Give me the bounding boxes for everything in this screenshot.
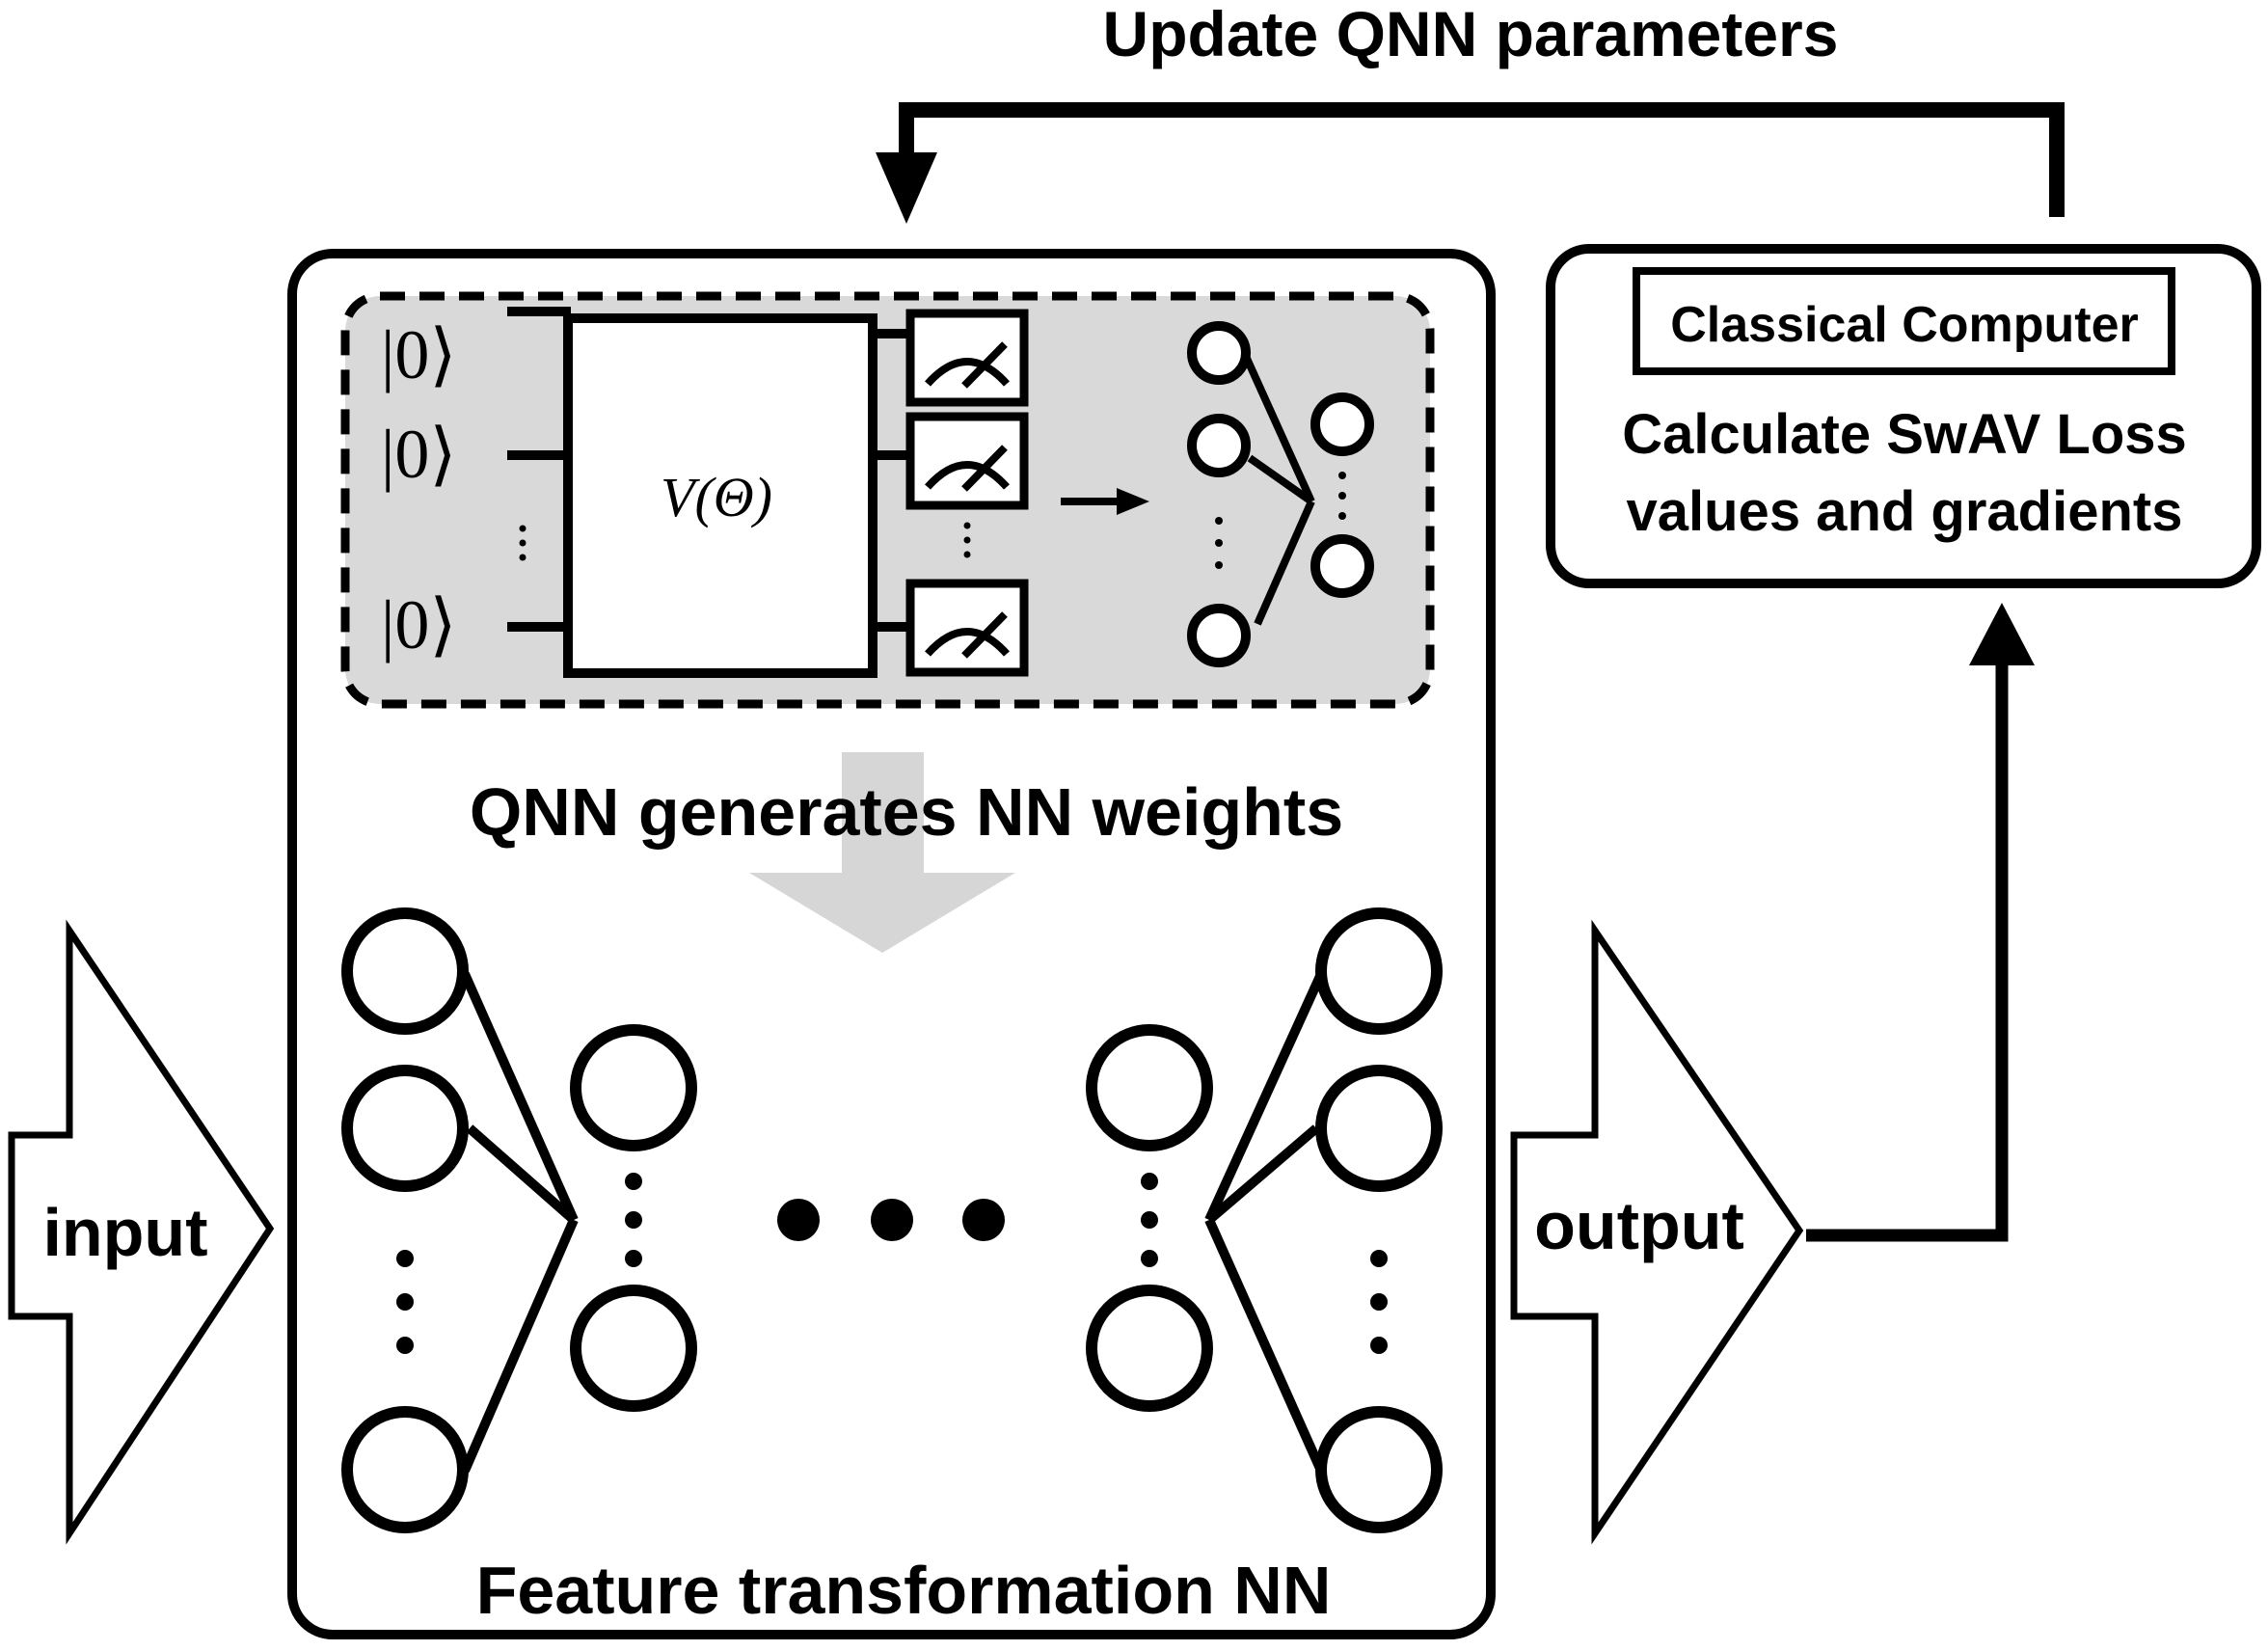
- loss-line-1: Calculate SwAV Loss: [1622, 403, 2187, 466]
- output-wires: [873, 329, 910, 632]
- qnn-generates-label: QNN generates NN weights: [470, 774, 1343, 850]
- meter-vertical-dots: [963, 522, 971, 558]
- neuron-node-icon: [1315, 1065, 1443, 1192]
- qnn-panel: [340, 291, 1435, 709]
- mini-nn: [1187, 321, 1374, 667]
- neuron-node-icon: [1315, 907, 1443, 1035]
- ket-0-1: |0⟩: [381, 316, 457, 393]
- neuron-node-icon: [1310, 534, 1374, 598]
- neuron-node-icon: [1187, 321, 1251, 385]
- feature-nn-box: [287, 249, 1496, 1639]
- neuron-node-icon: [341, 1065, 469, 1192]
- update-label: Update QNN parameters: [1103, 0, 1839, 69]
- neuron-node-icon: [341, 907, 469, 1035]
- neuron-node-icon: [1187, 604, 1251, 667]
- neuron-node-icon: [1310, 392, 1374, 456]
- output-arrow: [1510, 919, 1804, 1545]
- input-arrow: [8, 919, 275, 1545]
- classical-computer-title-box: [1633, 267, 2175, 375]
- input-label: input: [42, 1195, 207, 1270]
- neuron-node-icon: [570, 1285, 697, 1412]
- neuron-node-icon: [341, 1406, 469, 1533]
- unitary-block: [563, 313, 878, 678]
- classical-computer-title: Classical Computer: [1670, 297, 2139, 353]
- feature-nn-network: [341, 907, 1443, 1533]
- weights-down-arrow: [749, 752, 1015, 953]
- ket-vertical-dots: [519, 525, 526, 561]
- ket-0-3: |0⟩: [381, 586, 457, 663]
- neuron-node-icon: [1315, 1406, 1443, 1533]
- operator-label: V(Θ): [661, 466, 772, 528]
- measurement-meter-icon: [905, 579, 1029, 677]
- neuron-node-icon: [570, 1024, 697, 1151]
- ket-0-2: |0⟩: [381, 416, 457, 493]
- neuron-node-icon: [1187, 414, 1251, 477]
- measurement-meter-icon: [905, 309, 1029, 407]
- loss-line-2: values and gradients: [1627, 480, 2183, 543]
- layer-ellipsis: [777, 1199, 1005, 1241]
- neuron-node-icon: [1086, 1285, 1213, 1412]
- feature-nn-label: Feature transformation NN: [476, 1553, 1332, 1628]
- measurement-meter-icon: [905, 412, 1029, 510]
- neuron-node-icon: [1086, 1024, 1213, 1151]
- to-weights-arrow: [1061, 488, 1149, 515]
- output-label: output: [1534, 1188, 1744, 1263]
- update-feedback-arrow: [876, 102, 2065, 224]
- output-to-loss-arrow: [1806, 603, 2035, 1242]
- input-wires: [507, 307, 571, 632]
